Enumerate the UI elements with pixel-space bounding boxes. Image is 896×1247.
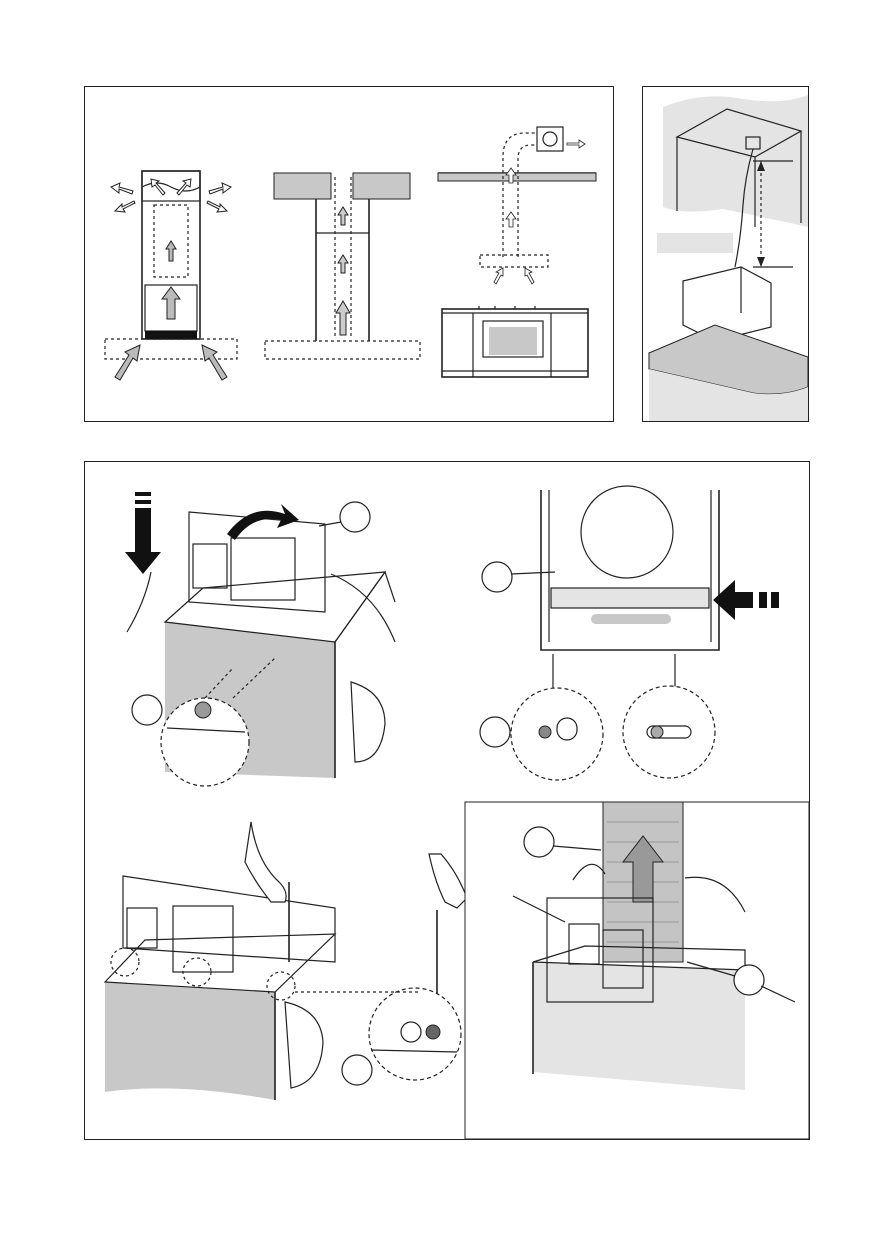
- mounting-steps-panel: [84, 461, 810, 1140]
- chimney-height-panel: [642, 86, 809, 422]
- arrow-diag-icon: [115, 345, 227, 380]
- arrow-up-icon: [336, 207, 350, 335]
- arrow-up-icon: [162, 241, 180, 319]
- curved-arrow-icon: [227, 504, 299, 540]
- mounting-steps-diagram: [85, 462, 809, 1139]
- airflow-diagrams: [85, 87, 613, 421]
- step-screw-bracket: [105, 822, 467, 1100]
- airflow-diagram-panel: [84, 86, 614, 422]
- ducted-diagram: [265, 173, 420, 359]
- arrow-down-icon: [125, 492, 161, 574]
- outflow-arrow-icons: [111, 179, 231, 212]
- recirculation-diagram: [105, 171, 237, 380]
- chimney-height-diagram: [643, 87, 808, 421]
- step-fix-bracket: [480, 486, 779, 780]
- external-duct-diagram: [438, 127, 596, 377]
- step-insert-electrical-box: [125, 492, 395, 786]
- arrow-left-icon: [713, 580, 779, 620]
